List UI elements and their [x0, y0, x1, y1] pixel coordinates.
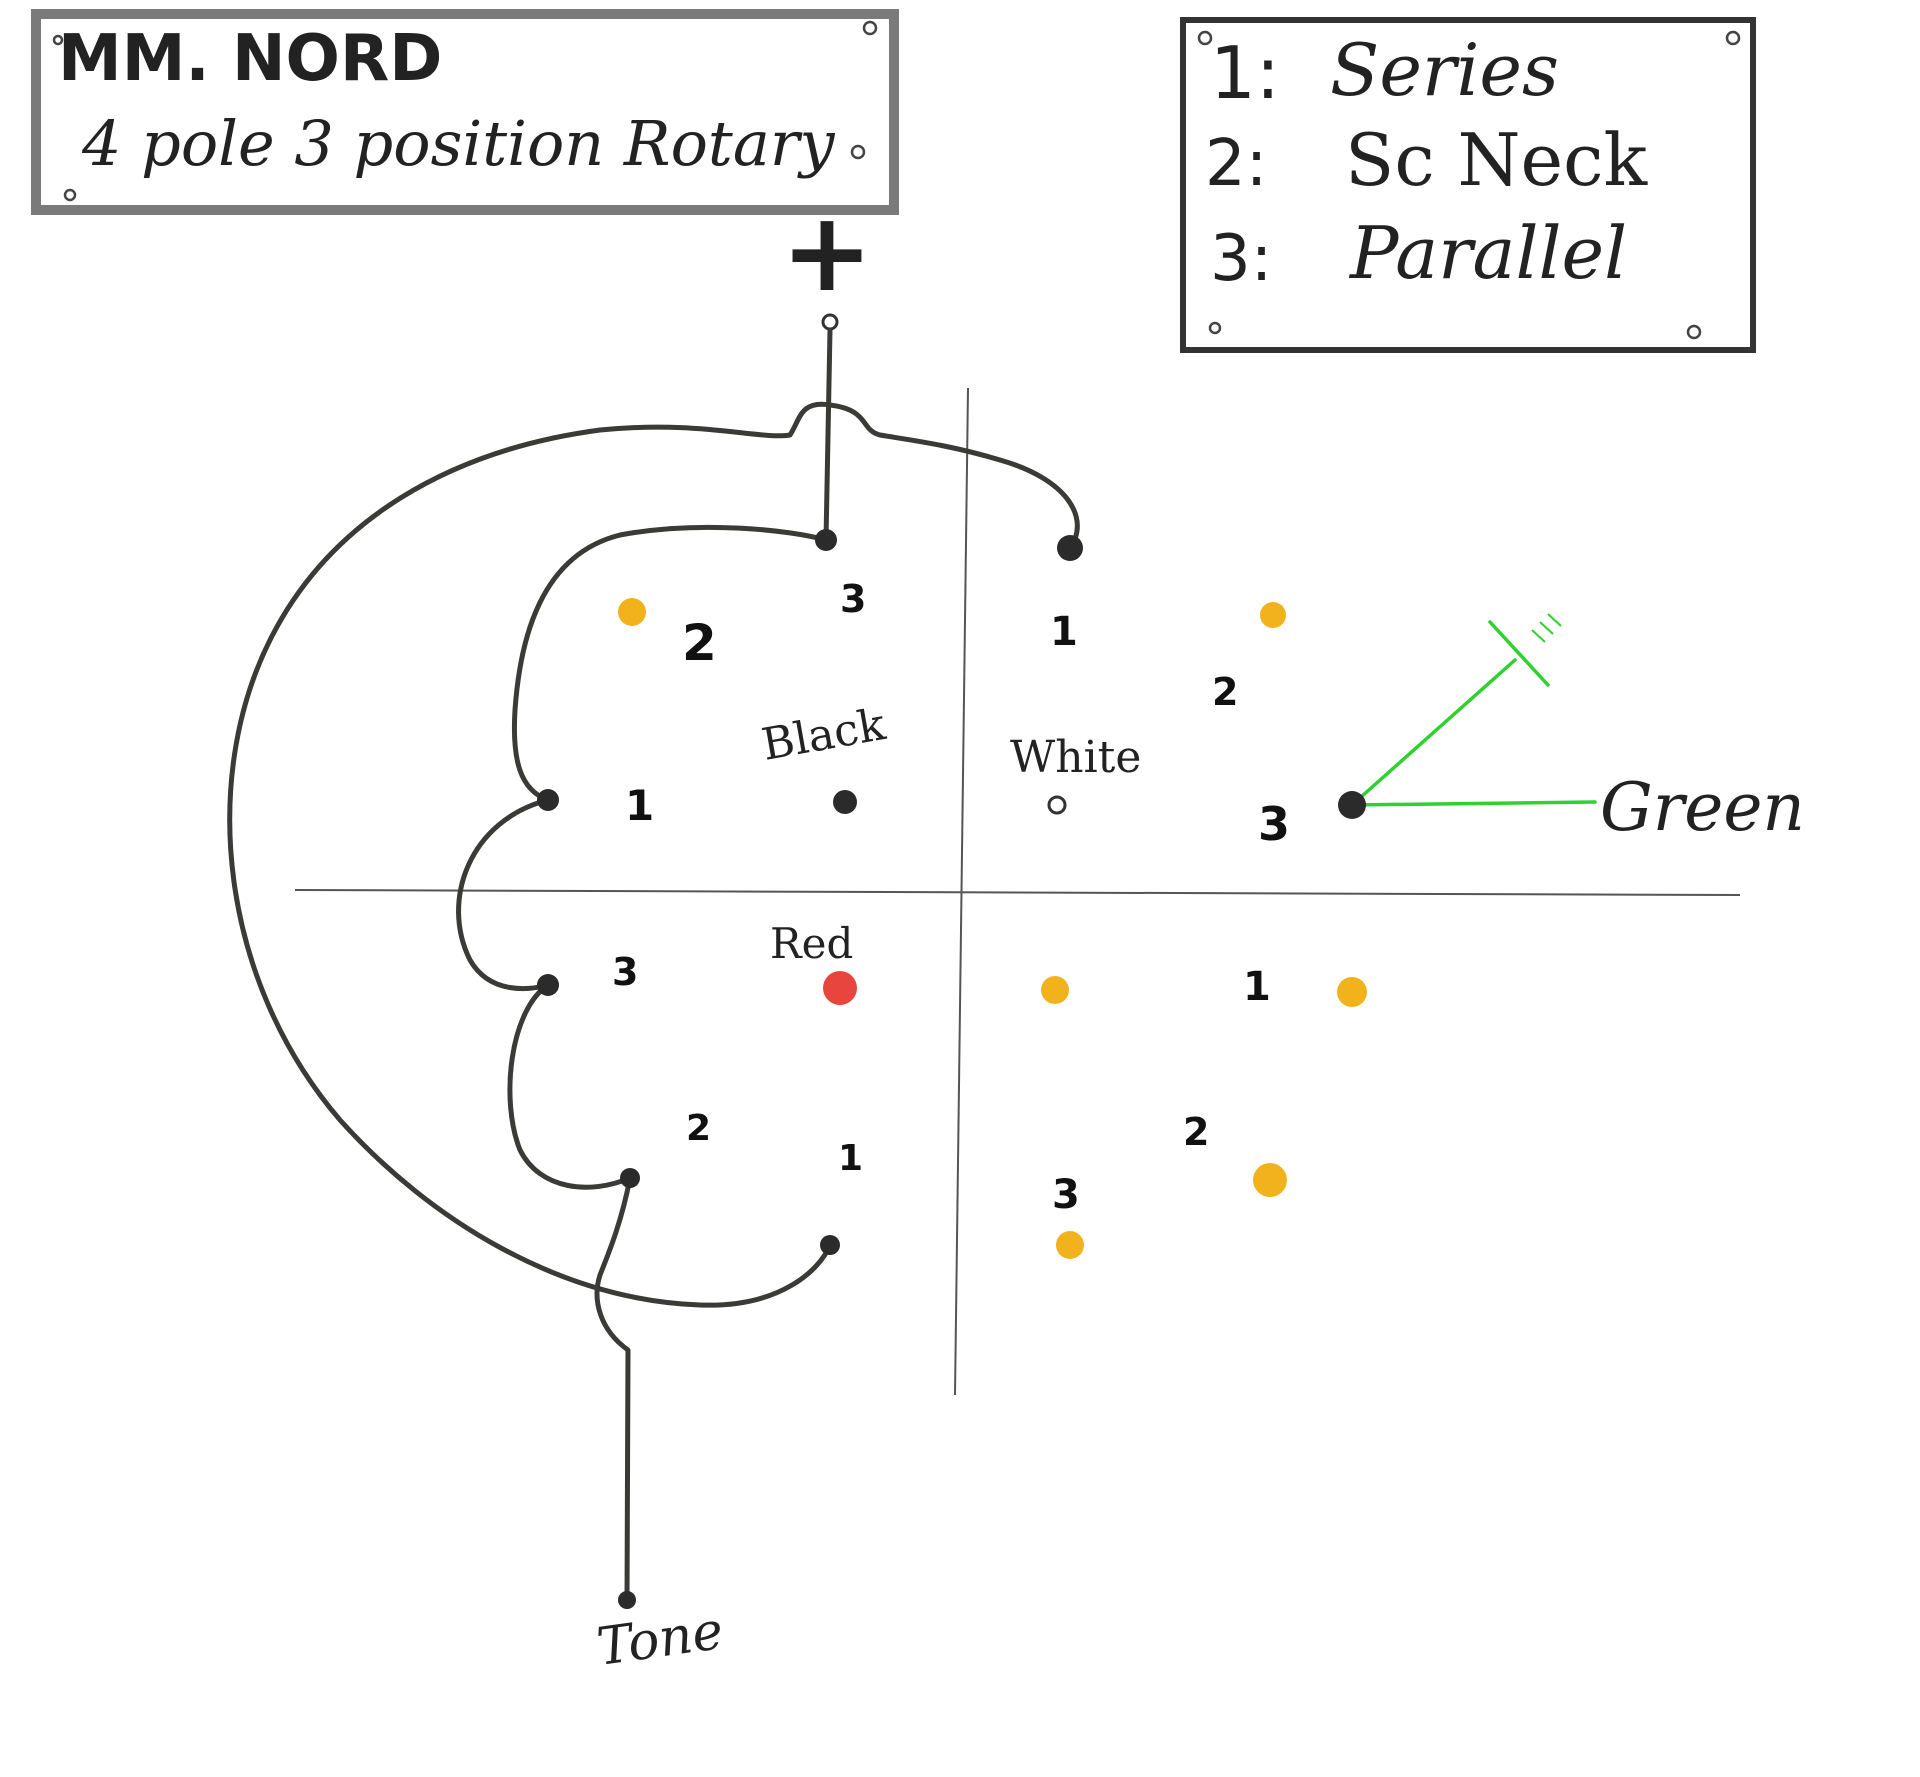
tr-number-2: 2	[1212, 670, 1238, 714]
screw-icon	[52, 34, 64, 46]
wire-tl1-bl3	[456, 797, 551, 991]
screw-icon	[1208, 321, 1222, 335]
lug-tl-2	[618, 598, 646, 626]
lug-br-common	[1041, 976, 1069, 1004]
tl-number-1: 1	[625, 781, 654, 830]
lug-tr-3	[1338, 791, 1366, 819]
screw-icon	[63, 188, 77, 202]
legend-label-2: Sc Neck	[1345, 118, 1648, 202]
green-label: Green	[1600, 769, 1805, 846]
tr-number-3: 3	[1258, 797, 1290, 851]
tr-number-1: 1	[1050, 609, 1078, 655]
title-line-1: MM. NORD	[58, 22, 442, 96]
tone-connection: Tone	[593, 1591, 727, 1678]
wire-output	[823, 327, 833, 543]
quadrant-bottom-left: 3 2 1 Red	[537, 919, 863, 1255]
green-wire-lead	[1350, 800, 1597, 807]
tl-number-2: 2	[682, 614, 717, 672]
wires	[227, 327, 1080, 1603]
output-terminal	[821, 313, 839, 331]
lug-tr-1	[1057, 535, 1083, 561]
br-number-3: 3	[1052, 1172, 1080, 1218]
quadrant-top-right: 1 2 3 White	[1010, 535, 1366, 851]
legend-plate-frame	[1180, 17, 1756, 353]
title-line-2: 4 pole 3 position Rotary	[81, 107, 835, 180]
quadrant-bottom-right: 1 2 3	[1041, 964, 1367, 1259]
lug-tl-1	[537, 789, 559, 811]
lug-tr-2	[1260, 602, 1286, 628]
green-ground: Green	[1350, 613, 1805, 846]
title-plate-frame	[31, 9, 899, 215]
lug-bl-common	[823, 971, 857, 1005]
legend-plate: 1: Series 2: Sc Neck 3: Parallel	[1180, 17, 1756, 353]
black-label: Black	[758, 699, 889, 771]
lug-tr-common	[1047, 795, 1067, 815]
bl-number-1: 1	[838, 1138, 863, 1179]
tl-number-3: 3	[840, 577, 866, 621]
legend-number-2: 2:	[1205, 127, 1267, 201]
lug-tl-common	[833, 790, 857, 814]
lug-br-1	[1337, 977, 1367, 1007]
white-label: White	[1010, 732, 1141, 783]
screw-icon	[850, 144, 866, 160]
lug-br-2	[1253, 1163, 1287, 1197]
legend-item-1: 1: Series	[1210, 28, 1559, 115]
tone-label: Tone	[593, 1601, 726, 1678]
legend-item-2: 2: Sc Neck	[1205, 118, 1648, 202]
lug-br-3	[1056, 1231, 1084, 1259]
quadrant-top-left: 3 2 1 Black	[537, 529, 889, 830]
ground-hatch	[1531, 629, 1546, 643]
title-plate: MM. NORD 4 pole 3 position Rotary	[31, 9, 899, 215]
green-wire-ground	[1350, 658, 1517, 807]
bl-number-2: 2	[686, 1108, 711, 1149]
legend-label-3: Parallel	[1348, 211, 1627, 295]
screw-icon	[1197, 30, 1213, 46]
screw-icon	[1686, 324, 1702, 340]
tone-terminal	[618, 1591, 636, 1609]
br-number-1: 1	[1243, 964, 1271, 1010]
wire-tl3-tl1	[511, 524, 829, 803]
lug-bl-2	[620, 1168, 640, 1188]
lug-bl-1	[820, 1235, 840, 1255]
legend-number-3: 3:	[1210, 222, 1272, 296]
legend-label-1: Series	[1330, 28, 1559, 112]
ground-hatch	[1539, 621, 1554, 635]
legend-item-3: 3: Parallel	[1210, 211, 1627, 296]
screw-icon	[862, 20, 878, 36]
horizontal-divider	[294, 889, 1741, 896]
ground-icon	[1488, 620, 1550, 687]
output-plus-symbol: +	[781, 188, 873, 316]
lug-tl-3	[815, 529, 837, 551]
wire-outer-loop	[227, 401, 1080, 1308]
bl-number-3: 3	[612, 950, 638, 994]
lug-bl-3	[537, 974, 559, 996]
wire-tone	[594, 1175, 633, 1603]
legend-number-1: 1:	[1210, 31, 1280, 115]
ground-hatch	[1547, 613, 1562, 627]
wire-bl3-bl2	[507, 982, 633, 1190]
br-number-2: 2	[1183, 1110, 1209, 1154]
red-label: Red	[770, 919, 853, 968]
screw-icon	[1725, 30, 1741, 46]
